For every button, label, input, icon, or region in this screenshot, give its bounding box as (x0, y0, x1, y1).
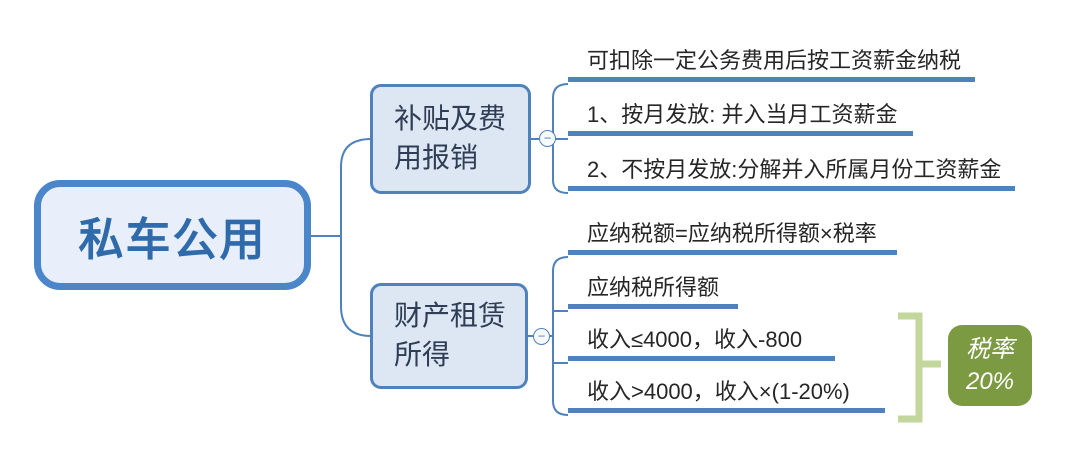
tax-rate-callout-line2: 20% (965, 367, 1015, 395)
leaf-topic[interactable]: 2、不按月发放:分解并入所属月份工资薪金 (568, 157, 1015, 191)
leaf-topic[interactable]: 1、按月发放: 并入当月工资薪金 (568, 102, 913, 136)
branch-topic-subsidy[interactable]: 补贴及费用报销 (370, 84, 531, 194)
leaf-topic[interactable]: 应纳税所得额 (568, 275, 738, 309)
root-topic-label: 私车公用 (78, 213, 267, 265)
leaf-topic[interactable]: 收入>4000，收入×(1-20%) (568, 379, 885, 413)
leaf-topic-label: 应纳税所得额 (587, 275, 720, 300)
root-branch-spine (340, 138, 372, 337)
leaf-topic-label: 1、按月发放: 并入当月工资薪金 (587, 102, 898, 127)
leaf-topic-label: 收入>4000，收入×(1-20%) (587, 379, 850, 404)
tax-rate-callout-line1: 税率 (966, 336, 1014, 364)
minus-icon: − (543, 130, 552, 146)
branch-topic-property-lease[interactable]: 财产租赁所得 (370, 283, 528, 389)
branch-topic-label: 财产租赁所得 (394, 300, 507, 370)
branch1-collapse-toggle[interactable]: − (539, 130, 556, 147)
branch2-collapse-toggle[interactable]: − (533, 328, 550, 345)
leaf-topic[interactable]: 应纳税额=应纳税所得额×税率 (568, 221, 897, 255)
leaf-topic-label: 应纳税额=应纳税所得额×税率 (587, 221, 877, 246)
leaf-topic-label: 收入≤4000，收入-800 (587, 327, 803, 352)
branch-topic-label: 补贴及费用报销 (394, 103, 507, 173)
group-bracket (898, 312, 923, 423)
leaf-topic-label: 可扣除一定公务费用后按工资薪金纳税 (587, 48, 962, 73)
branch2-children-spine (552, 256, 569, 416)
minus-icon: − (537, 328, 546, 344)
leaf-topic[interactable]: 可扣除一定公务费用后按工资薪金纳税 (568, 48, 975, 82)
root-topic[interactable]: 私车公用 (34, 180, 311, 290)
tax-rate-callout[interactable]: 税率 20% (948, 325, 1032, 406)
leaf-topic[interactable]: 收入≤4000，收入-800 (568, 327, 835, 361)
leaf-topic-label: 2、不按月发放:分解并入所属月份工资薪金 (587, 157, 1002, 182)
